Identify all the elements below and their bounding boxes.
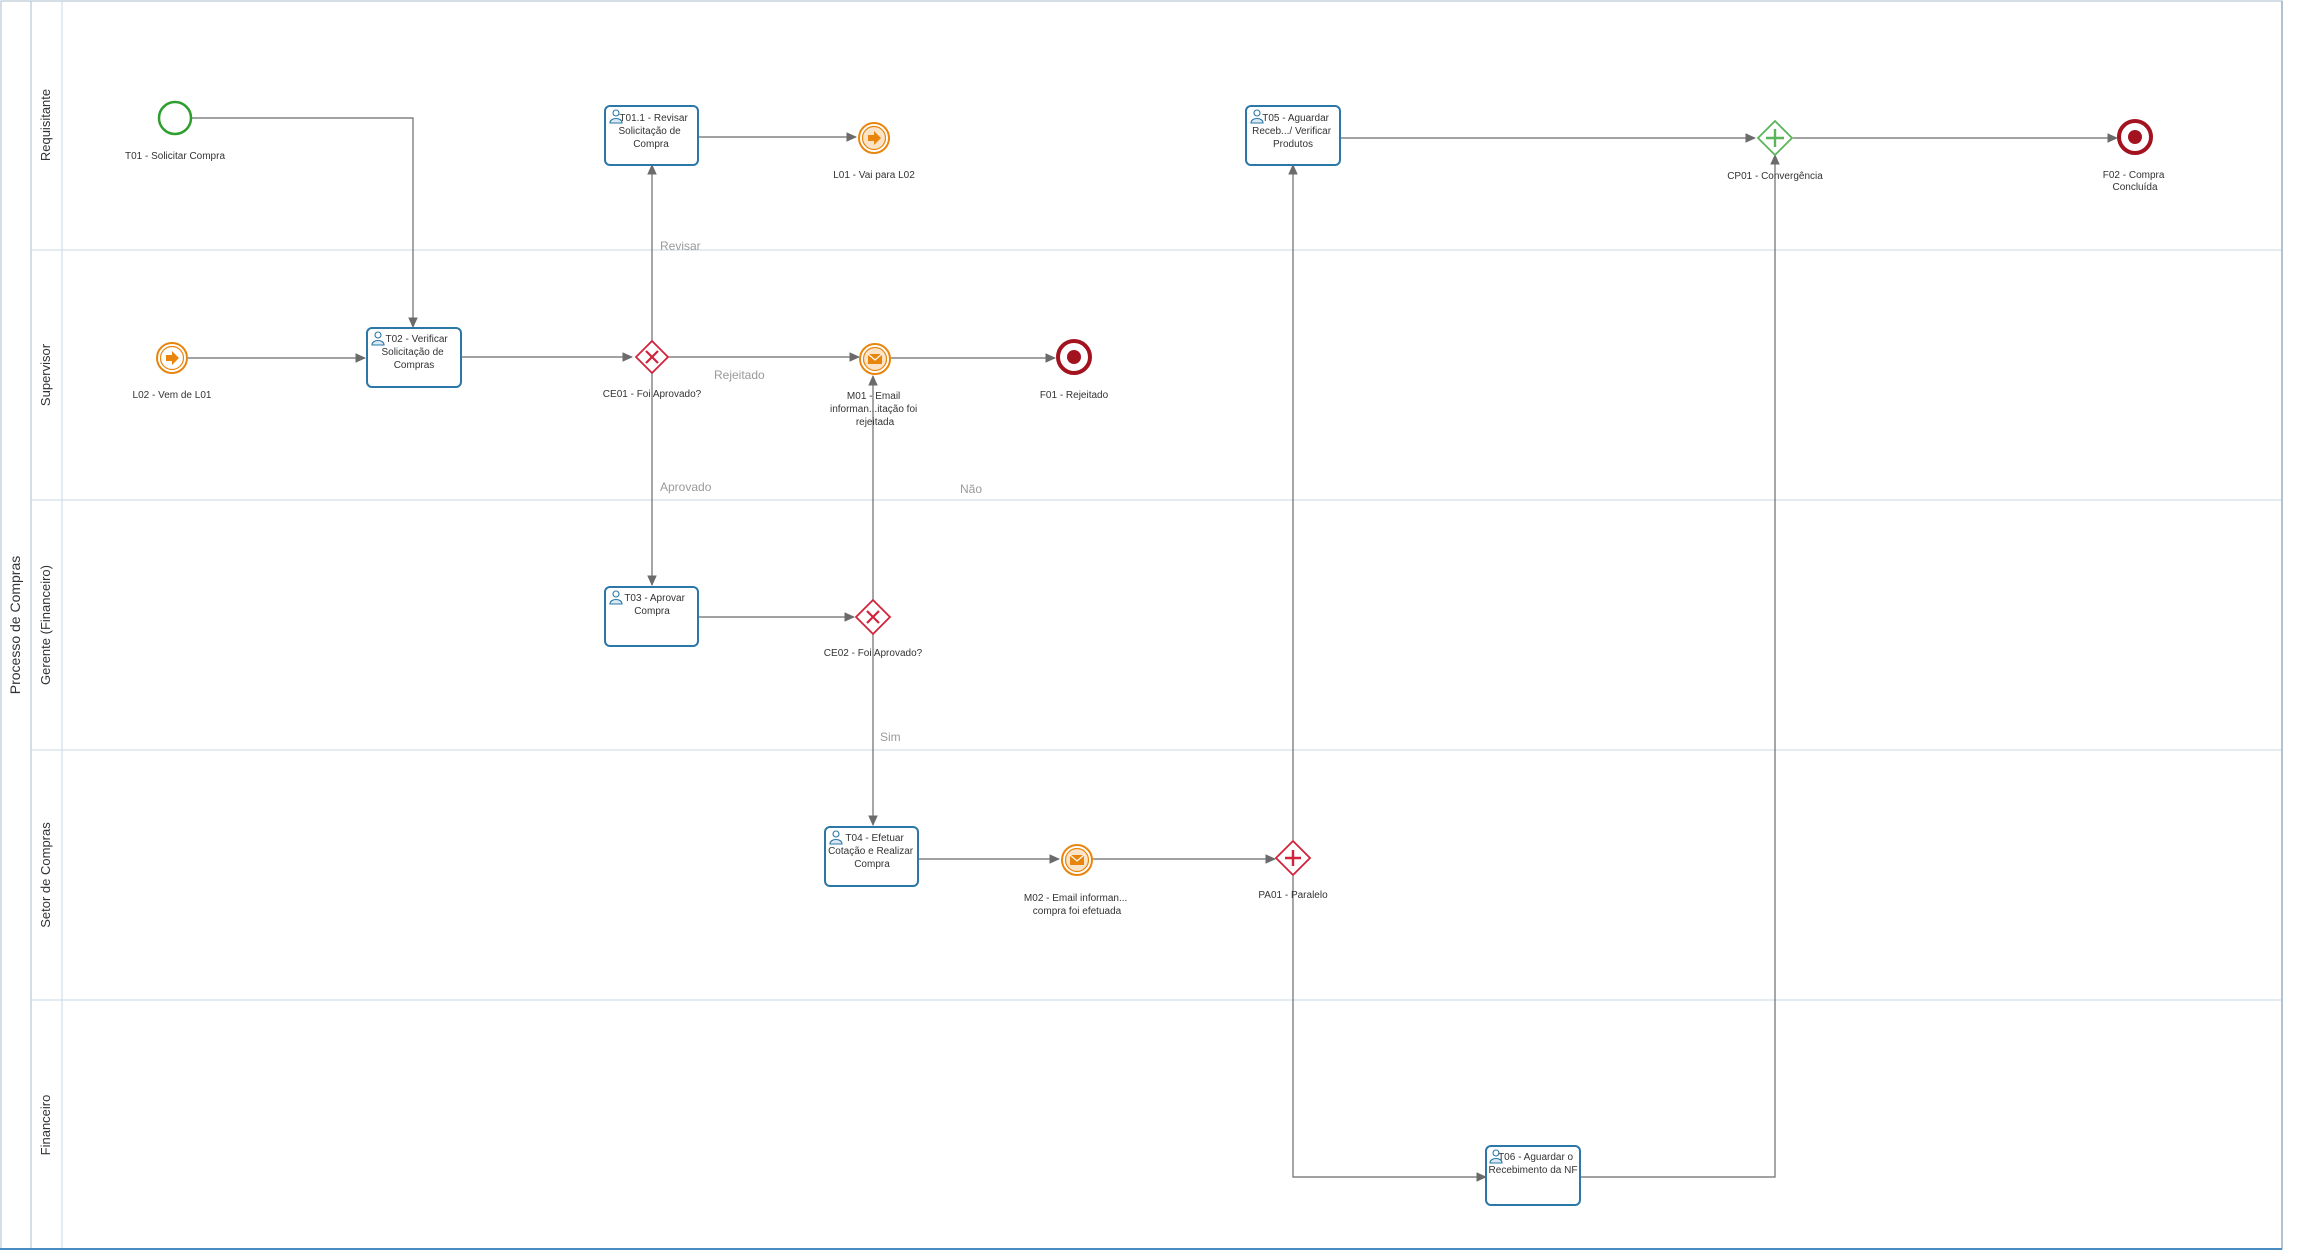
user-icon <box>829 830 843 845</box>
sequence-flows <box>188 117 2119 1182</box>
task-label-t02-line1: T02 - Verificar <box>385 334 448 345</box>
svg-text:F01 - Rejeitado: F01 - Rejeitado <box>1040 390 1109 401</box>
envelope-icon <box>867 353 883 364</box>
task-label-t04-line2: Cotação e Realizar <box>828 846 914 857</box>
task-label-t04-line1: T04 - Efetuar <box>845 833 904 844</box>
flow-label-aprovado: Aprovado <box>660 480 712 494</box>
task-label-t03-line1: T03 - Aprovar <box>624 593 685 604</box>
flow-label-sim: Sim <box>880 730 901 744</box>
x-icon <box>866 610 880 624</box>
svg-text:L01 - Vai para L02: L01 - Vai para L02 <box>833 170 915 181</box>
svg-text:PA01 - Paralelo: PA01 - Paralelo <box>1258 890 1328 901</box>
user-icon <box>371 331 385 346</box>
link-arrow-icon <box>868 131 881 145</box>
user-icon <box>1250 109 1264 124</box>
user-icon <box>609 590 623 605</box>
parallel-gateway-pa01[interactable] <box>1274 839 1312 877</box>
svg-text:T04 - Efetuar Cotação e: T04 - Efetuar Cotação e Realizar Compra <box>828 833 916 870</box>
lane-label-supervisor: Supervisor <box>38 343 53 406</box>
message-event-m02[interactable] <box>1061 844 1093 876</box>
exclusive-gateway-ce02[interactable] <box>854 598 892 636</box>
gateway-label-cp01: CP01 - Convergência <box>1727 171 1823 182</box>
task-t02[interactable]: T02 - Verificar Solicitação de Compras <box>366 327 462 388</box>
task-label-t05-line1: T05 - Aguardar <box>1262 113 1329 124</box>
task-label-t05-line2: Receb.../ Verificar <box>1252 126 1332 137</box>
svg-text:T01 - Solicitar Compra: T01 - Solicitar Compra <box>125 151 225 162</box>
plus-icon <box>1766 129 1784 147</box>
svg-text:T01.1 - Revisar Solicita: T01.1 - Revisar Solicitação de Compra <box>618 113 690 150</box>
task-t011[interactable]: T01.1 - Revisar Solicitação de Compra <box>604 105 699 166</box>
svg-text:L02 - Vem de L01: L02 - Vem de L01 <box>133 390 212 401</box>
svg-text:M01 - Email informan...ita: M01 - Email informan...itação foi rejeit… <box>830 391 920 428</box>
svg-text:CE02 - Foi Aprovado?: CE02 - Foi Aprovado? <box>824 648 923 659</box>
flow-label-rejeitado: Rejeitado <box>714 368 765 382</box>
svg-text:T03 - Aprovar Compra: T03 - Aprovar Compra <box>624 593 687 617</box>
flow-label-nao: Não <box>960 482 982 496</box>
task-label-t04-line3: Compra <box>854 859 890 870</box>
lane-label-gerente: Gerente (Financeiro) <box>38 565 53 685</box>
event-label-m02-line1: M02 - Email informan... <box>1024 893 1127 904</box>
task-label-t011-line2: Solicitação de <box>618 126 681 137</box>
event-label-l02: L02 - Vem de L01 <box>133 390 212 401</box>
task-t06[interactable]: T06 - Aguardar o Recebimento da NF <box>1485 1145 1581 1206</box>
event-label-l01: L01 - Vai para L02 <box>833 170 915 181</box>
event-label-m01-line2: informan...itação foi <box>830 404 917 415</box>
task-label-t06-line1: T06 - Aguardar o <box>1498 1152 1573 1163</box>
end-event-f01[interactable] <box>1056 339 1092 375</box>
svg-text:T02 - Verificar Solicita: T02 - Verificar Solicitação de Compras <box>381 334 450 371</box>
task-label-t02-line3: Compras <box>394 360 435 371</box>
exclusive-gateway-ce01[interactable] <box>634 339 670 375</box>
svg-text:F02 - Compra Concluída: F02 - Compra Concluída <box>2103 170 2167 193</box>
svg-text:T05 - Aguardar Receb.../: T05 - Aguardar Receb.../ Verificar Produ… <box>1252 113 1334 150</box>
event-label-f01: F01 - Rejeitado <box>1040 390 1109 401</box>
flow-pa01-to-t06[interactable] <box>1292 876 1488 1182</box>
task-label-t011-line3: Compra <box>633 139 669 150</box>
x-icon <box>645 350 659 364</box>
plus-icon <box>1285 850 1301 866</box>
user-icon <box>1489 1149 1503 1164</box>
end-event-f02[interactable] <box>2117 119 2153 155</box>
pool-label: Processo de Compras <box>7 556 23 695</box>
gateway-label-ce01: CE01 - Foi Aprovado? <box>603 389 702 400</box>
svg-text:M02 - Email informan... co: M02 - Email informan... compra foi efetu… <box>1024 893 1130 917</box>
task-label-t03-line2: Compra <box>634 606 670 617</box>
task-label-t02-line2: Solicitação de <box>381 347 444 358</box>
svg-text:CP01 - Convergência: CP01 - Convergência <box>1727 171 1823 182</box>
task-t03[interactable]: T03 - Aprovar Compra <box>604 586 699 647</box>
lane-label-financeiro: Financeiro <box>38 1095 53 1156</box>
task-label-t05-line3: Produtos <box>1273 139 1313 150</box>
task-label-t06-line2: Recebimento da NF <box>1489 1165 1578 1176</box>
task-label-t011-line1: T01.1 - Revisar <box>619 113 688 124</box>
flow-t01-to-t02[interactable] <box>191 117 418 329</box>
flow-label-revisar: Revisar <box>660 239 701 253</box>
svg-text:CE01 - Foi Aprovado?: CE01 - Foi Aprovado? <box>603 389 702 400</box>
task-t05[interactable]: T05 - Aguardar Receb.../ Verificar Produ… <box>1245 105 1341 166</box>
start-event-t01[interactable] <box>157 100 193 136</box>
event-label-m02-line2: compra foi efetuada <box>1033 906 1122 917</box>
message-event-m01[interactable] <box>859 343 891 375</box>
user-icon <box>609 109 623 124</box>
lane-label-setor: Setor de Compras <box>38 822 53 928</box>
event-label-m01-line1: M01 - Email <box>847 391 900 402</box>
flow-t06-to-cp01[interactable] <box>1580 153 1780 1178</box>
event-label-t01: T01 - Solicitar Compra <box>125 151 225 162</box>
parallel-gateway-cp01[interactable] <box>1756 119 1794 157</box>
event-label-f02-line1: F02 - Compra <box>2103 170 2165 181</box>
task-t04[interactable]: T04 - Efetuar Cotação e Realizar Compra <box>824 826 919 887</box>
link-event-l02[interactable] <box>156 342 188 374</box>
svg-text:T06 - Aguardar o Recebim: T06 - Aguardar o Recebimento da NF <box>1489 1152 1578 1176</box>
gateway-label-ce02: CE02 - Foi Aprovado? <box>824 648 923 659</box>
link-arrow-icon <box>166 351 179 365</box>
event-label-m01-line3: rejeitada <box>856 417 895 428</box>
gateway-label-pa01: PA01 - Paralelo <box>1258 890 1328 901</box>
event-label-f02-line2: Concluída <box>2112 182 2157 193</box>
link-event-l01[interactable] <box>858 122 890 154</box>
envelope-icon <box>1069 854 1085 865</box>
lane-label-requisitante: Requisitante <box>38 89 53 161</box>
